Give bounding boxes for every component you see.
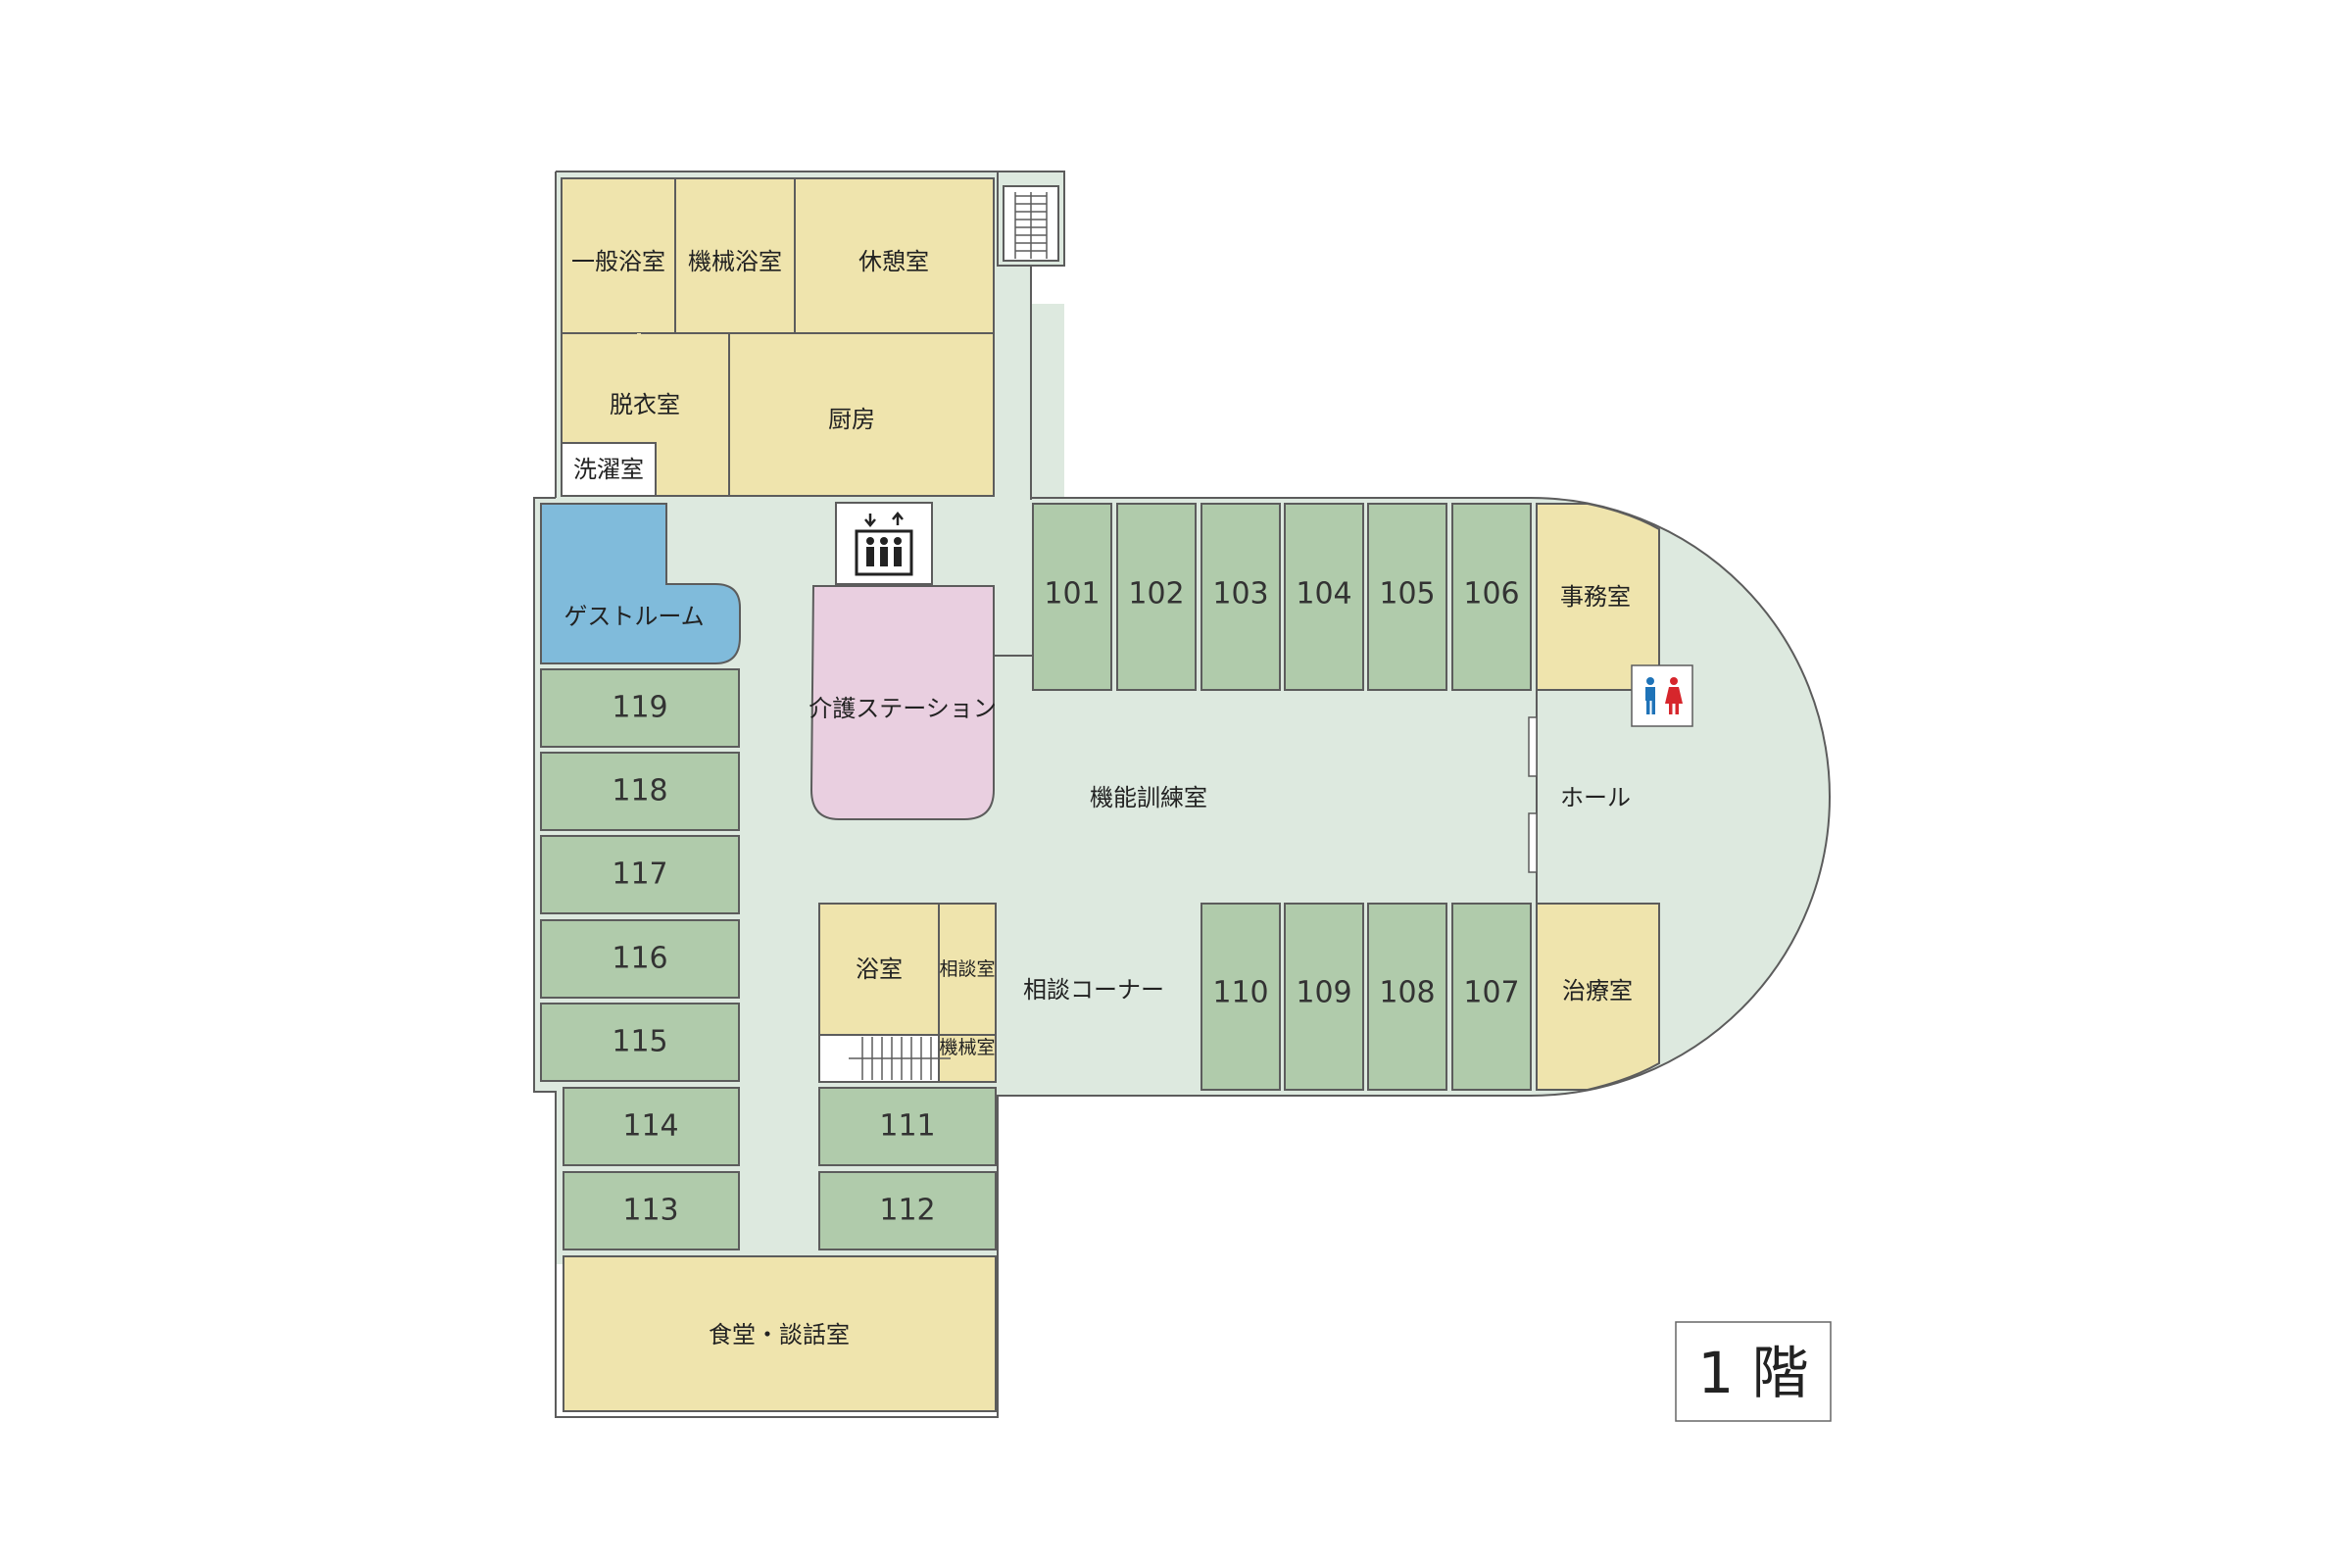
laundry-label: 洗濯室 <box>573 456 644 483</box>
room-column-west: 119 118 117 116 115 <box>540 668 740 1082</box>
stair-box <box>997 172 1064 267</box>
restroom-icon <box>1631 664 1693 727</box>
bath-label: 浴室 <box>856 956 903 983</box>
guest-room-label: ゲストルーム <box>564 603 704 630</box>
machine-bath-label: 機械浴室 <box>688 248 782 275</box>
kitchen-room <box>728 332 995 497</box>
hall-label: ホール <box>1560 784 1631 811</box>
room-112 <box>818 1171 997 1250</box>
room-115-label: 115 <box>612 1025 667 1059</box>
bath-room <box>818 903 940 1036</box>
hall-door-2 <box>1528 812 1538 873</box>
room-111-label: 111 <box>879 1109 935 1144</box>
room-103 <box>1200 503 1281 691</box>
machine-bath-room <box>674 177 796 334</box>
kitchen-label: 厨房 <box>828 406 875 433</box>
room-110-label: 110 <box>1212 976 1268 1010</box>
laundry-room <box>561 442 657 497</box>
room-116 <box>540 919 740 999</box>
room-row-south: 110 109 108 107 <box>1200 903 1532 1091</box>
rest-room <box>794 177 995 334</box>
room-114-label: 114 <box>622 1109 678 1144</box>
room-109 <box>1284 903 1364 1091</box>
dressing-room-label: 脱衣室 <box>610 391 680 418</box>
guest-room-area <box>540 503 741 664</box>
room-110 <box>1200 903 1281 1091</box>
consult-room-label: 相談室 <box>939 958 995 980</box>
treatment-room-label: 治療室 <box>1562 977 1633 1004</box>
room-112-label: 112 <box>879 1194 935 1228</box>
room-row-north: 101 102 103 104 105 106 <box>1032 503 1532 691</box>
service-corridor-floor <box>1031 304 1064 500</box>
room-104-label: 104 <box>1296 577 1351 612</box>
room-105-label: 105 <box>1379 577 1435 612</box>
elevator-icon <box>835 502 933 585</box>
hall-door-1 <box>1528 716 1538 777</box>
room-106-label: 106 <box>1463 577 1519 612</box>
floor-indicator <box>1675 1321 1832 1422</box>
room-108 <box>1367 903 1447 1091</box>
office-label: 事務室 <box>1560 583 1631 611</box>
room-114 <box>563 1087 740 1166</box>
room-104 <box>1284 503 1364 691</box>
room-119 <box>540 668 740 748</box>
room-105 <box>1367 503 1447 691</box>
room-118 <box>540 752 740 831</box>
room-102 <box>1116 503 1197 691</box>
room-118-label: 118 <box>612 774 667 808</box>
room-113 <box>563 1171 740 1250</box>
north-wing: 一般浴室 機械浴室 休憩室 脱衣室 厨房 洗濯室 <box>561 177 995 497</box>
room-119-label: 119 <box>612 691 667 725</box>
training-room-label: 機能訓練室 <box>1090 784 1207 811</box>
room-102-label: 102 <box>1128 577 1184 612</box>
room-101-label: 101 <box>1044 577 1100 612</box>
room-116-label: 116 <box>612 942 667 976</box>
general-bath-label: 一般浴室 <box>571 248 665 275</box>
room-108-label: 108 <box>1379 976 1435 1010</box>
stair-treads <box>849 1037 951 1080</box>
bath-block: 浴室 相談室 機械室 <box>818 903 997 1083</box>
rest-room-label: 休憩室 <box>858 248 929 275</box>
room-101 <box>1032 503 1112 691</box>
room-column-south: 114 113 111 112 <box>563 1087 997 1250</box>
consult-corner-label: 相談コーナー <box>1023 976 1164 1004</box>
room-109-label: 109 <box>1296 976 1351 1010</box>
floor-label: 1 階 <box>1697 1340 1808 1406</box>
stairs-icon <box>1003 185 1059 262</box>
room-111 <box>818 1087 997 1166</box>
room-106 <box>1451 503 1532 691</box>
room-103-label: 103 <box>1212 577 1268 612</box>
dining-room <box>563 1255 997 1412</box>
dining-label: 食堂・談話室 <box>709 1321 850 1348</box>
room-107 <box>1451 903 1532 1091</box>
room-117-label: 117 <box>612 858 667 892</box>
room-107-label: 107 <box>1463 976 1519 1010</box>
care-station-label: 介護ステーション <box>808 695 997 722</box>
care-station-area <box>809 585 995 820</box>
treatment-room <box>1536 903 1660 1091</box>
room-113-label: 113 <box>622 1194 678 1228</box>
machine-room-label: 機械室 <box>939 1037 995 1058</box>
room-115 <box>540 1003 740 1082</box>
office-room <box>1536 503 1660 691</box>
room-117 <box>540 835 740 914</box>
